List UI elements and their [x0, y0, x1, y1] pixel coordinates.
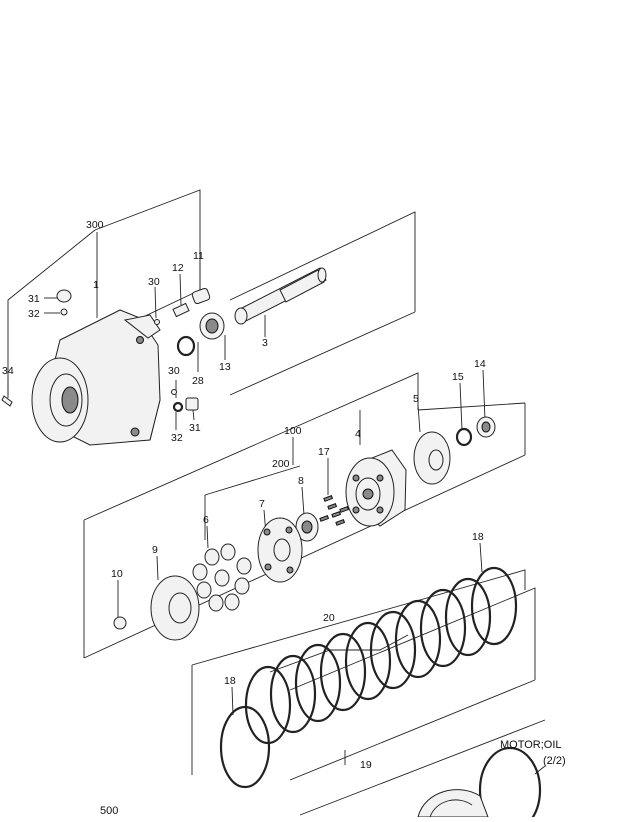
pin-34 [1, 395, 13, 407]
leader-lines [7, 232, 486, 716]
callout-34: 34 [2, 365, 14, 377]
callout-20: 20 [323, 612, 335, 624]
callout-11: 11 [193, 250, 204, 262]
brake-piston-area [417, 746, 542, 822]
piston-assembly-6 [192, 543, 252, 612]
callout-28: 28 [192, 375, 204, 387]
callout-labels: 300 11 12 30 31 32 1 34 28 13 3 30 32 31… [2, 219, 486, 771]
sleeve-11 [191, 287, 211, 305]
callout-4: 4 [355, 428, 361, 440]
valve-side-parts [413, 416, 496, 485]
motor-housing-part [31, 309, 161, 446]
page-indicator: (2/2) [543, 755, 566, 767]
callout-19: 19 [360, 759, 372, 771]
plug-31-lower [185, 397, 199, 411]
callout-1: 1 [93, 279, 99, 291]
ring-28 [176, 335, 196, 357]
callout-32-lower: 32 [171, 432, 183, 444]
brake-piston [417, 789, 489, 818]
callout-13: 13 [219, 361, 231, 373]
callout-9: 9 [152, 544, 158, 556]
callout-18-upper: 18 [472, 531, 484, 543]
callout-8: 8 [298, 475, 304, 487]
spring-12 [172, 302, 190, 318]
callout-14: 14 [474, 358, 486, 370]
callout-31-upper: 31 [28, 293, 40, 305]
callout-12: 12 [172, 262, 184, 274]
small-fittings [1, 287, 225, 413]
ball-10 [113, 616, 127, 630]
diagram-caption: MOTOR;OIL [500, 739, 562, 751]
friction-plates [219, 566, 518, 789]
callout-200: 200 [272, 458, 290, 470]
callout-6: 6 [203, 514, 209, 526]
plug-31-upper [56, 289, 72, 303]
ring-15 [455, 427, 473, 447]
pin-30-lower [171, 389, 177, 395]
footer-code: 500 [100, 805, 118, 817]
bracket-lines [7, 189, 546, 816]
rotating-group-parts [113, 512, 319, 641]
shaft-part [234, 267, 327, 325]
cylinder-block-part [345, 449, 407, 527]
callout-31-lower: 31 [189, 422, 201, 434]
callout-30-lower: 30 [168, 365, 180, 377]
callout-7: 7 [259, 498, 265, 510]
callout-10: 10 [111, 568, 123, 580]
callout-17: 17 [318, 446, 330, 458]
pin-30-upper [154, 319, 160, 325]
callout-18-lower: 18 [224, 675, 236, 687]
pins-17 [319, 495, 350, 526]
callout-100: 100 [284, 425, 302, 437]
o-ring-32-lower [172, 401, 184, 413]
callout-30-upper: 30 [148, 276, 160, 288]
callout-32-upper: 32 [28, 308, 40, 320]
callout-3: 3 [262, 337, 268, 349]
caption-leader [534, 765, 546, 775]
large-o-ring [478, 746, 542, 822]
callout-5: 5 [413, 393, 419, 405]
callout-15: 15 [452, 371, 464, 383]
callout-300: 300 [86, 219, 104, 231]
o-ring-32-upper [60, 308, 68, 316]
